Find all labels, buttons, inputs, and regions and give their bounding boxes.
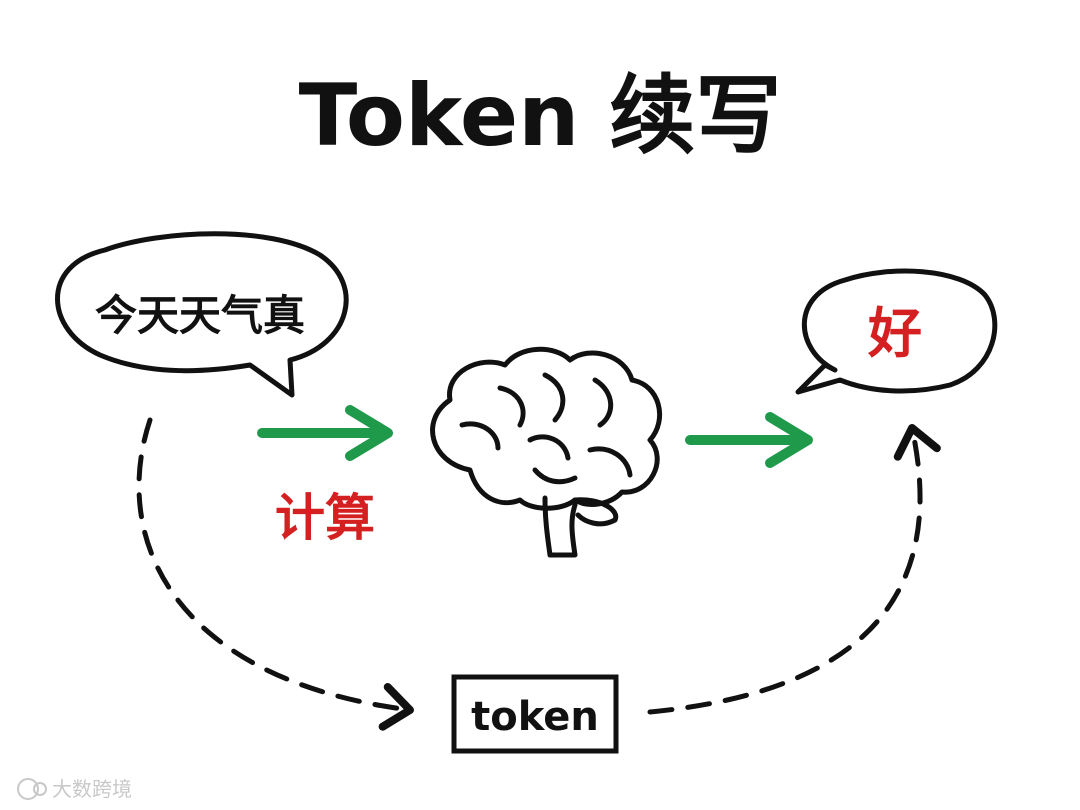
input-speech-bubble: 今天天气真 [55,231,349,398]
dashed-curved-arrow-icon [647,424,941,715]
watermark-text: 大数跨境 [52,777,132,801]
output-bubble-text: 好 [867,302,922,365]
input-bubble-text: 今天天气真 [95,291,305,340]
token-box: token [451,674,619,754]
token-box-label: token [471,694,599,740]
right-arrow-icon [257,405,393,461]
output-speech-bubble: 好 [795,268,998,395]
watermark: 大数跨境 [17,777,132,801]
dashed-curved-arrow-icon [136,417,414,731]
right-arrow-icon [685,412,813,468]
compute-label: 计算 [275,489,375,547]
page-title: Token 续写 [299,66,782,166]
brain-icon [430,346,663,558]
